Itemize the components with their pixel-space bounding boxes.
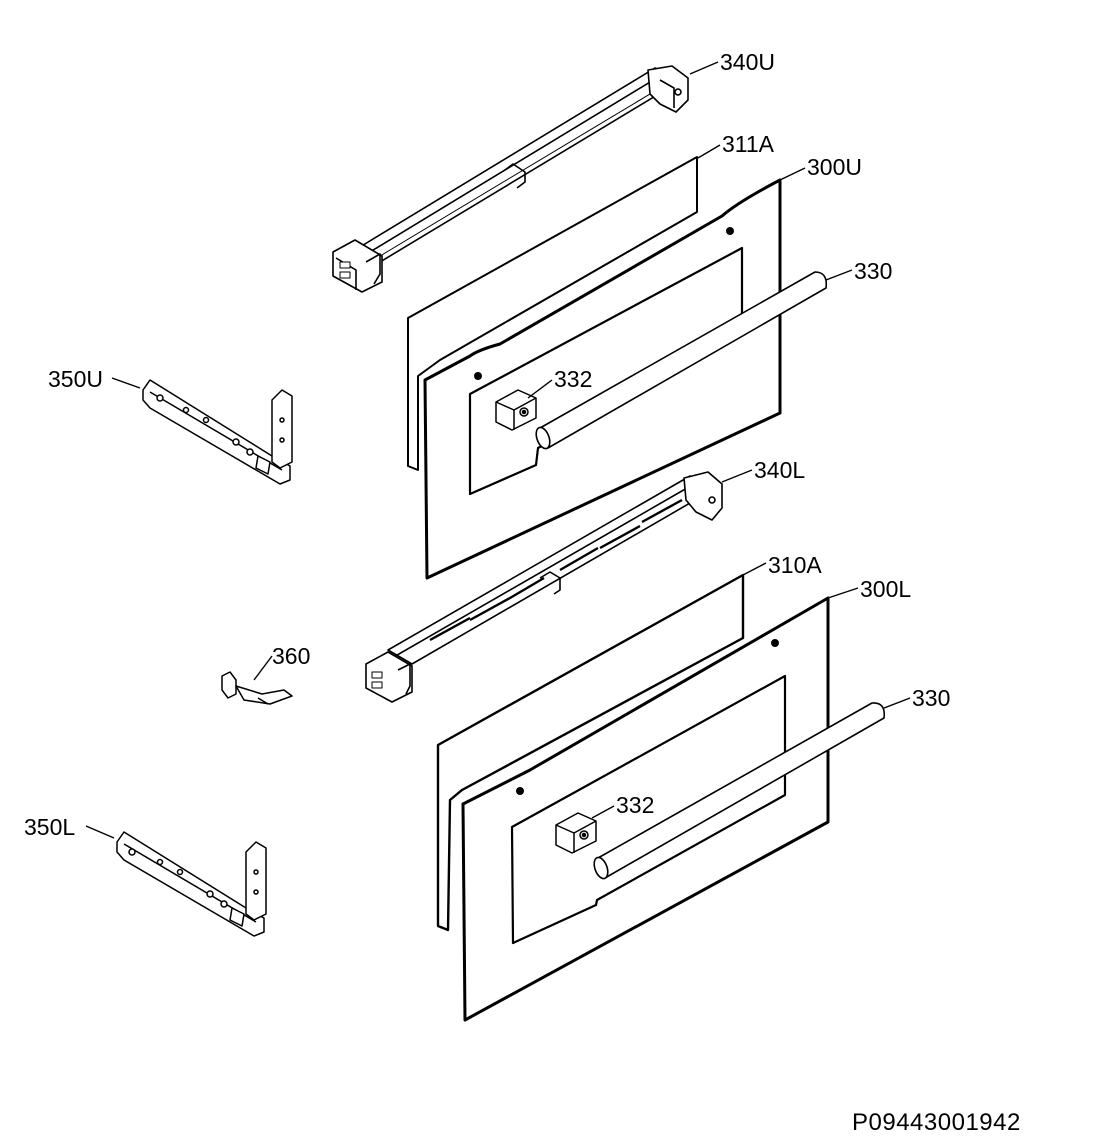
part-300L-lower-outer-glass <box>463 598 828 1020</box>
part-350U-upper-hinge <box>143 380 292 484</box>
callout-350U: 350U <box>48 366 103 392</box>
callout-340U: 340U <box>720 49 775 75</box>
part-332-upper-block <box>496 390 536 430</box>
part-311A-upper-inner-glass <box>408 157 697 470</box>
part-350L-lower-hinge <box>117 832 266 936</box>
callout-360: 360 <box>272 643 310 669</box>
leader-lines <box>85 61 911 839</box>
callout-330-upper: 330 <box>854 258 892 284</box>
callout-350L: 350L <box>24 814 75 840</box>
part-340L-lower-trim <box>366 472 722 702</box>
part-360-clip <box>222 672 292 704</box>
part-332-lower-block <box>556 813 596 853</box>
drawing-code: P09443001942 <box>852 1109 1021 1136</box>
callout-332-upper: 332 <box>554 366 592 392</box>
part-330-upper-handle <box>534 272 827 450</box>
callout-310A: 310A <box>768 552 822 578</box>
callout-311A: 311A <box>722 131 775 157</box>
callout-330-lower: 330 <box>912 685 950 711</box>
callout-332-lower: 332 <box>616 792 654 818</box>
part-340U-upper-trim <box>333 66 688 292</box>
part-310A-lower-inner-glass <box>438 575 743 930</box>
callout-340L: 340L <box>754 457 805 483</box>
part-330-lower-handle <box>592 703 885 880</box>
callout-300L: 300L <box>860 576 911 602</box>
callout-300U: 300U <box>807 154 862 180</box>
part-300U-upper-outer-glass <box>425 180 780 578</box>
